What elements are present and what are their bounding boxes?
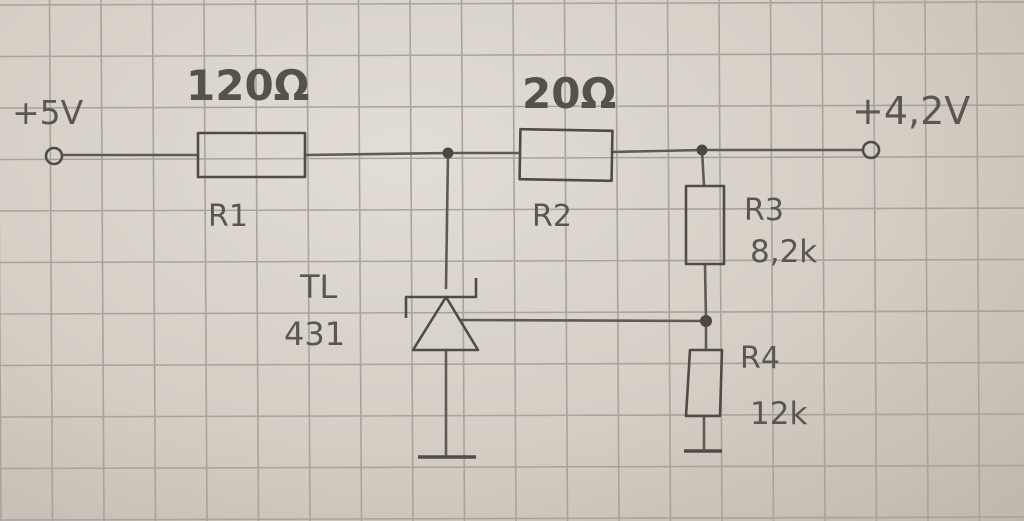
grid-line-vertical: [306, 0, 311, 521]
input-terminal: [44, 146, 64, 166]
tl431-label-line2: 431: [284, 315, 345, 353]
grid-line-horizontal: [0, 258, 1024, 264]
grid-line-horizontal: [0, 1, 1024, 6]
r3-designator-label: R3: [744, 193, 784, 228]
grid-line-vertical: [254, 0, 260, 521]
grid-line-vertical: [0, 208, 2, 521]
r3-value-label: 8,2k: [750, 234, 817, 270]
tl431-label-line1: TL: [299, 268, 338, 306]
resistor-r3-body: [684, 184, 726, 266]
grid-line-vertical: [203, 0, 208, 521]
wire-r3-to-divider-node: [703, 262, 708, 323]
grid-line-horizontal: [0, 361, 1024, 367]
grid-line-horizontal: [0, 104, 1024, 109]
grid-line-horizontal: [0, 52, 1024, 58]
output-voltage-label: +4,2V: [852, 89, 970, 133]
grid-line-vertical: [975, 0, 981, 521]
wire-node-to-tl431-cathode: [444, 151, 450, 290]
tl431-regulator-symbol: [404, 278, 480, 352]
grid-line-vertical: [151, 0, 157, 521]
r2-value-label: 20Ω: [522, 69, 616, 118]
tl431-cathode-bar: [404, 278, 478, 318]
grid-line-horizontal: [0, 155, 1024, 161]
grid-line-horizontal: [0, 207, 1024, 212]
junction-dot-r1-r2: [442, 147, 454, 159]
wire-reference-to-divider: [460, 318, 708, 323]
wires: [60, 148, 864, 458]
wire-r2-to-output-node: [610, 148, 704, 154]
grid-line-vertical: [48, 0, 54, 521]
junction-dot-output: [696, 144, 708, 156]
grid-line-horizontal: [0, 464, 1024, 470]
resistor-r1-body: [196, 131, 307, 179]
grid-line-horizontal: [0, 516, 1024, 521]
resistor-r4-body: [684, 348, 724, 418]
tl431-triangle: [411, 295, 480, 352]
grid-line-horizontal: [0, 413, 1024, 418]
r4-value-label: 12k: [750, 396, 807, 432]
wire-r1-to-node: [303, 151, 450, 157]
output-terminal: [861, 140, 881, 160]
r1-designator-label: R1: [208, 199, 248, 234]
resistor-r2-body: [518, 127, 614, 183]
grid-line-vertical: [100, 0, 105, 521]
grid-line-vertical: [357, 0, 363, 521]
r1-value-label: 120Ω: [186, 61, 309, 110]
grid-line-horizontal: [0, 310, 1024, 315]
r2-designator-label: R2: [532, 199, 572, 234]
r4-designator-label: R4: [740, 341, 780, 376]
wire-output-node-to-r3: [700, 148, 706, 188]
junction-dot-divider: [700, 315, 712, 327]
input-voltage-label: +5V: [12, 93, 84, 132]
